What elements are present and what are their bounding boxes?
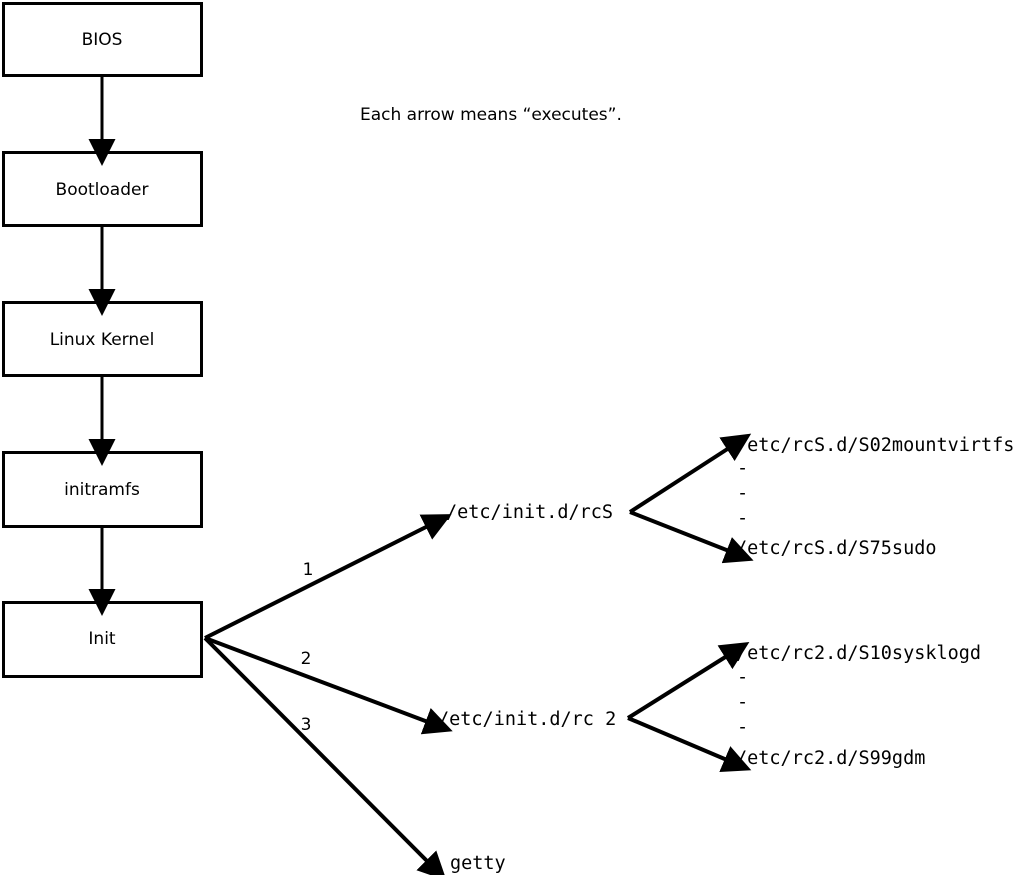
label-rc2-last-script: /etc/rc2.d/S99gdm	[736, 748, 925, 769]
arrow-init-to-getty	[203, 636, 447, 875]
arrow-rc2-to-first-script	[626, 641, 750, 720]
rc2-ellipsis-dash-1: -	[737, 667, 748, 688]
label-getty: getty	[450, 853, 506, 874]
arrow-init-to-rcs	[204, 514, 452, 640]
box-init-label: Init	[88, 629, 116, 649]
label-etc-init-d-rc2: /etc/init.d/rc 2	[438, 709, 616, 730]
box-initramfs-rect	[2, 451, 203, 528]
rcs-ellipsis-dash-3: -	[737, 508, 748, 529]
arrow-rcs-to-first-script	[628, 433, 752, 514]
box-bios: BIOS	[2, 2, 203, 77]
box-linux-kernel-label: Linux Kernel	[50, 330, 155, 350]
label-rcs-first-script: /etc/rcS.d/S02mountvirtfs	[736, 435, 1014, 456]
legend-note: Each arrow means “executes”.	[360, 105, 622, 125]
box-bios-label: BIOS	[82, 30, 123, 50]
rc2-ellipsis-dash-2: -	[737, 692, 748, 713]
box-initramfs-label: initramfs	[64, 480, 140, 500]
label-rcs-last-script: /etc/rcS.d/S75sudo	[736, 538, 936, 559]
arrow-init-to-rc2	[204, 636, 453, 735]
box-bootloader-label: Bootloader	[56, 180, 149, 200]
branch-number-1: 1	[303, 560, 314, 580]
box-init-rect	[2, 601, 203, 678]
box-linux-kernel: Linux Kernel	[2, 301, 203, 377]
rcs-ellipsis-dash-2: -	[737, 483, 748, 504]
box-init: Init	[2, 601, 203, 678]
box-bios-rect	[2, 2, 203, 77]
arrow-rcs-to-last-script	[629, 510, 754, 564]
label-rc2-first-script: /etc/rc2.d/S10sysklogd	[736, 643, 981, 664]
box-bootloader: Bootloader	[2, 151, 203, 227]
branch-number-3: 3	[301, 715, 312, 735]
box-initramfs: initramfs	[2, 451, 203, 528]
rcs-ellipsis-dash-1: -	[737, 458, 748, 479]
branch-number-2: 2	[301, 649, 312, 669]
arrow-rc2-to-last-script	[627, 716, 752, 772]
label-etc-init-d-rcs: /etc/init.d/rcS	[446, 502, 613, 523]
rc2-ellipsis-dash-3: -	[737, 717, 748, 738]
